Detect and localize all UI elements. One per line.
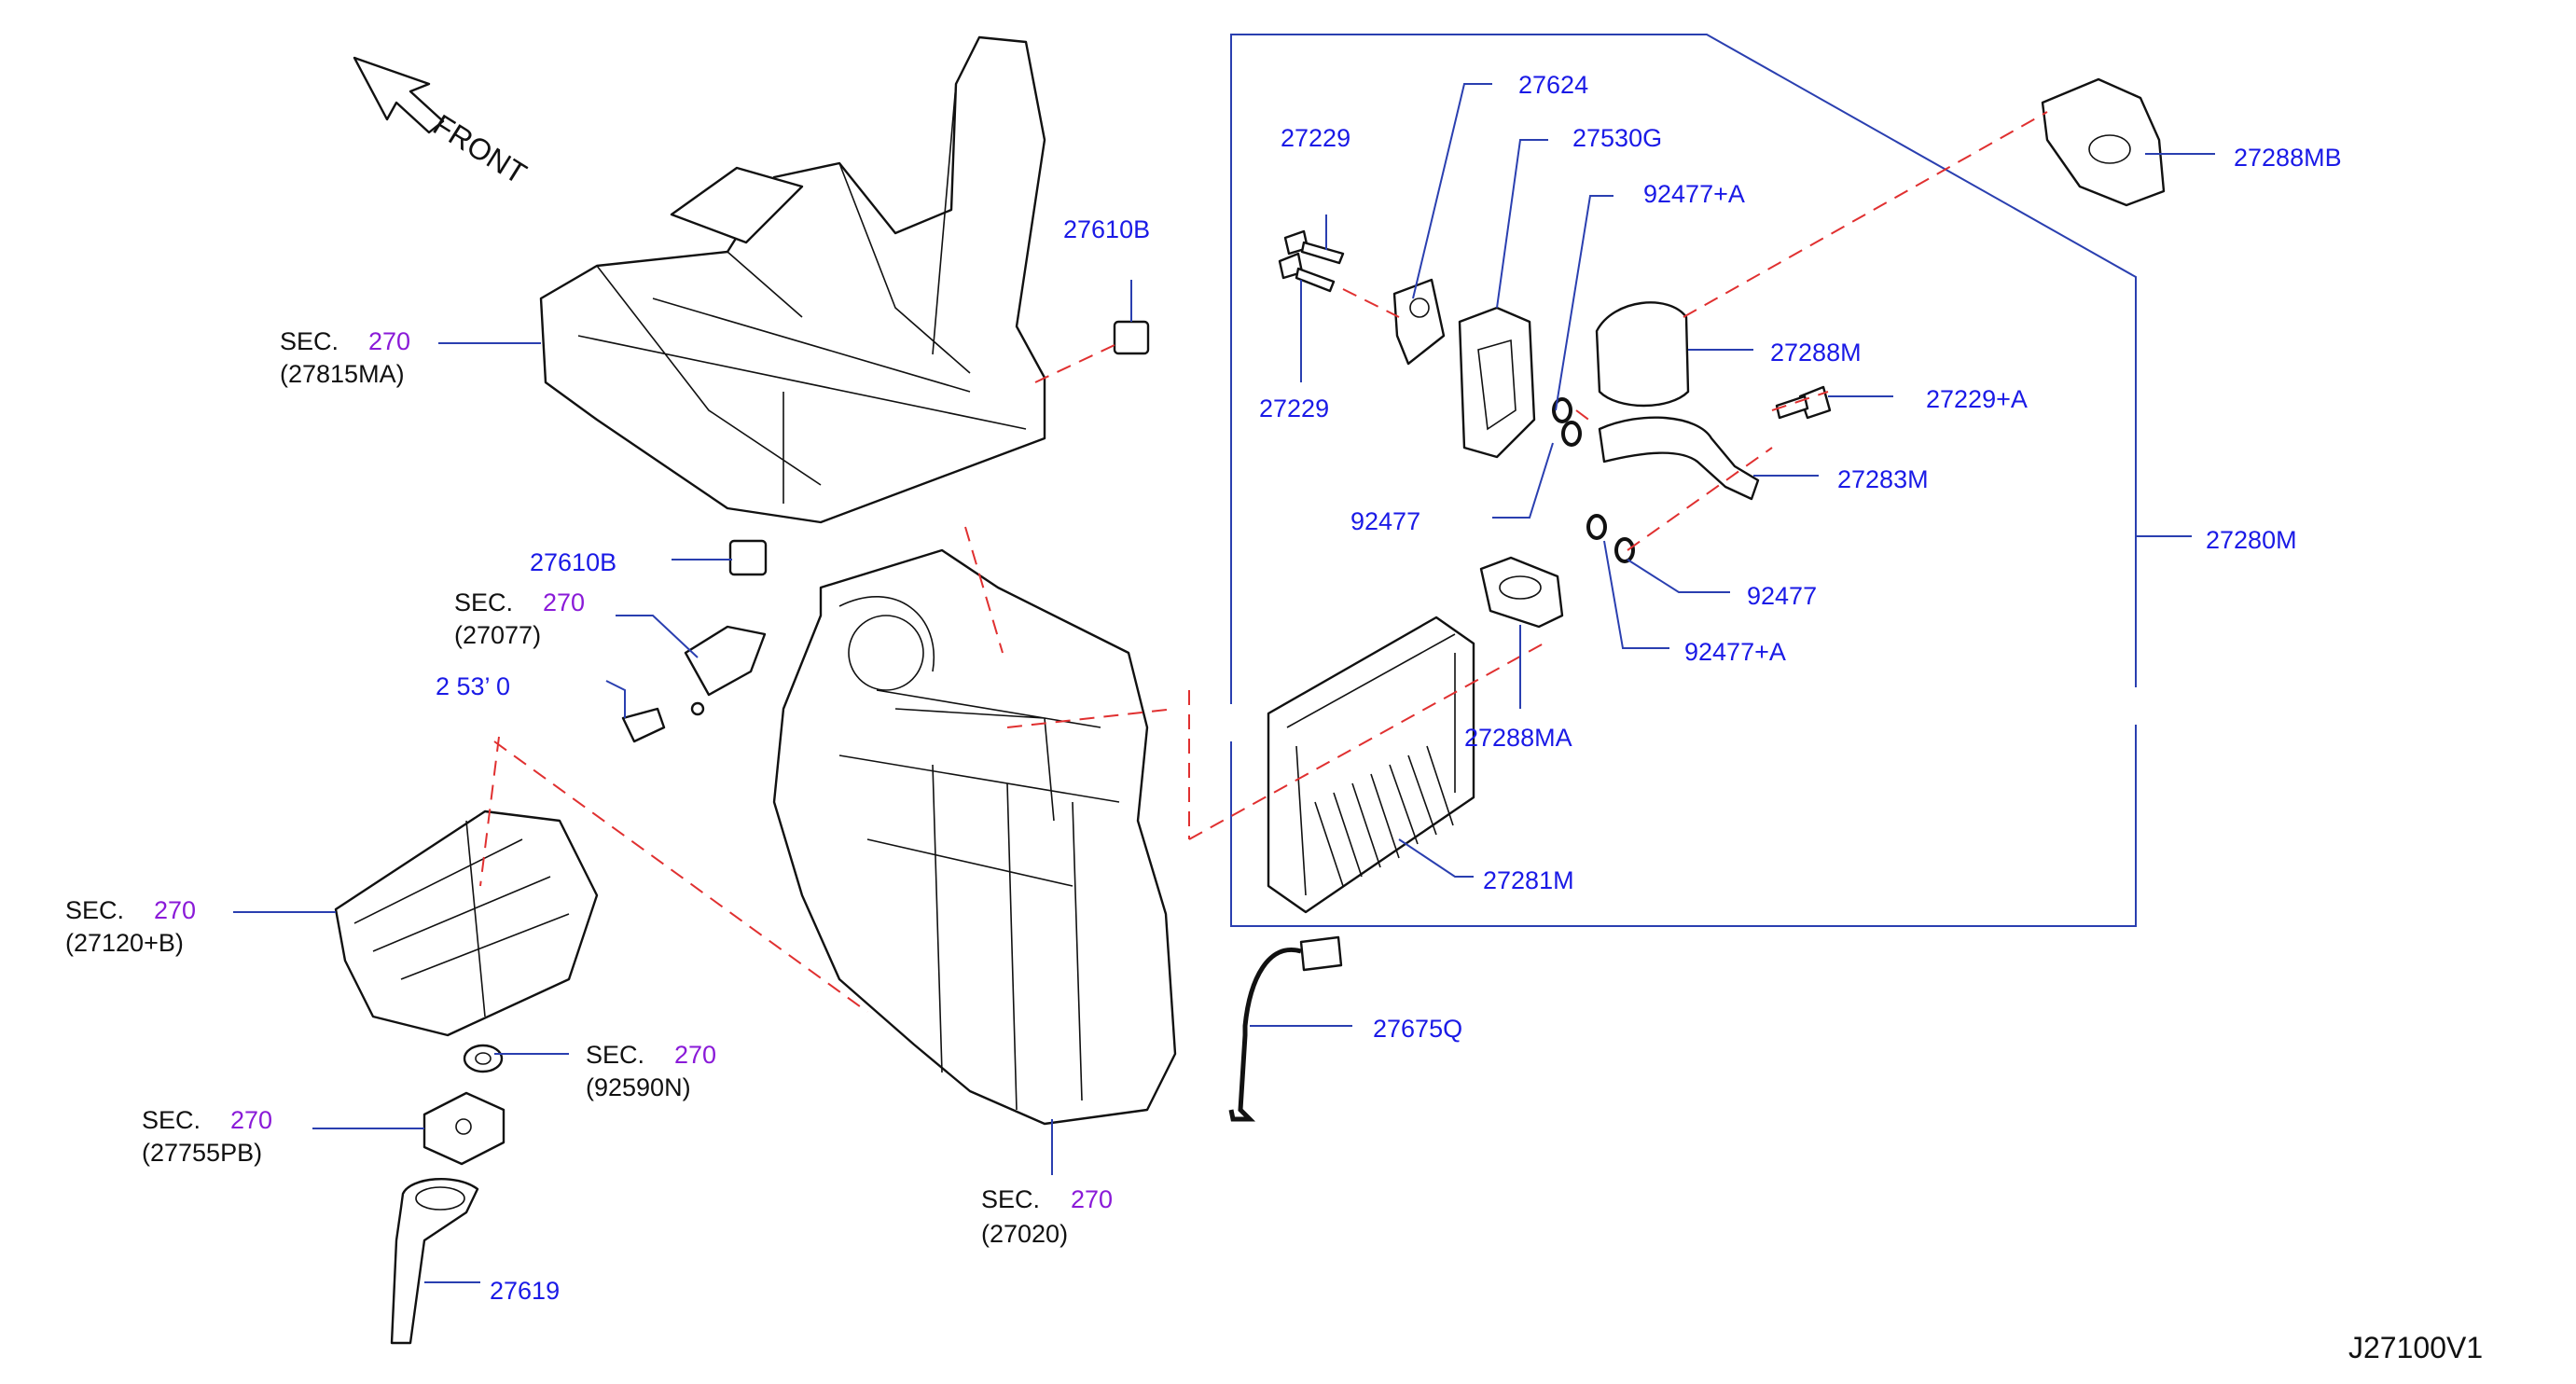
o-ring-icons	[1552, 397, 1635, 563]
svg-text:(92590N): (92590N)	[586, 1073, 691, 1101]
svg-text:270: 270	[543, 588, 585, 616]
harness-drawing	[1228, 935, 1343, 1122]
drain-pan-drawing	[334, 810, 599, 1037]
part-label-27530g[interactable]: 27530G	[1572, 124, 1662, 152]
svg-text:SEC.: SEC.	[142, 1106, 201, 1134]
expansion-valve-drawing	[1392, 278, 1446, 366]
svg-text:SEC.: SEC.	[280, 327, 339, 355]
clip-27610b-top-drawing	[1113, 320, 1150, 355]
svg-text:SEC.: SEC.	[454, 588, 513, 616]
svg-text:270: 270	[368, 327, 410, 355]
pad-drawing	[422, 1091, 506, 1166]
part-label-27288m[interactable]: 27288M	[1770, 339, 1862, 367]
insulator-27530g-drawing	[1458, 306, 1536, 459]
insulator-27288m-drawing	[1595, 301, 1690, 408]
part-label-27283m[interactable]: 27283M	[1837, 465, 1929, 493]
leader-lines	[233, 83, 2215, 1283]
part-label-27288ma-partial[interactable]: 27288MA	[1464, 724, 1572, 752]
clip-27610b-bottom-drawing	[728, 539, 768, 576]
svg-text:(27077): (27077)	[454, 621, 541, 649]
svg-text:(27755PB): (27755PB)	[142, 1139, 262, 1167]
actuator-drawing	[621, 625, 767, 743]
seal-27288mb-drawing	[2041, 77, 2166, 207]
part-label-27280m[interactable]: 27280M	[2206, 526, 2297, 554]
heater-unit-drawing	[772, 548, 1177, 1126]
sec-ref-27815ma[interactable]: SEC. 270 (27815MA)	[280, 327, 410, 388]
part-label-92477-right[interactable]: 92477	[1747, 582, 1817, 610]
part-label-92477-left[interactable]: 92477	[1350, 507, 1420, 535]
bolt-27229-bottom-icon	[1278, 252, 1336, 293]
sec-ref-27755pb[interactable]: SEC. 270 (27755PB)	[142, 1106, 272, 1167]
front-label: FRONT	[427, 107, 533, 190]
drain-hose-drawing	[390, 1178, 479, 1345]
part-label-27675q[interactable]: 27675Q	[1373, 1015, 1462, 1043]
alignment-dashes	[479, 111, 2048, 1013]
pipe-27283m-drawing	[1598, 416, 1760, 501]
svg-text:270: 270	[674, 1041, 716, 1069]
sec-ref-27020[interactable]: SEC. 270 (27020)	[981, 1185, 1113, 1248]
svg-text:(27020): (27020)	[981, 1220, 1068, 1248]
part-label-27530-partial[interactable]: 2 53’ 0	[436, 672, 510, 700]
svg-text:270: 270	[1071, 1185, 1113, 1213]
grommet-drawing	[463, 1044, 504, 1073]
part-label-27619[interactable]: 27619	[490, 1277, 560, 1305]
part-label-27229-top[interactable]: 27229	[1281, 124, 1350, 152]
part-label-27610b-top[interactable]: 27610B	[1063, 215, 1150, 243]
diagram-code: J27100V1	[2348, 1331, 2483, 1364]
svg-text:270: 270	[230, 1106, 272, 1134]
sec-ref-27120b[interactable]: SEC. 270 (27120+B)	[65, 896, 196, 957]
evaporator-assembly-box	[1230, 34, 2137, 927]
part-label-27610b-bottom[interactable]: 27610B	[530, 548, 616, 576]
svg-text:270: 270	[154, 896, 196, 924]
front-arrow-icon	[353, 56, 445, 134]
part-label-27281m[interactable]: 27281M	[1483, 866, 1574, 894]
svg-text:SEC.: SEC.	[65, 896, 124, 924]
upper-duct-drawing	[539, 35, 1046, 524]
svg-text:(27815MA): (27815MA)	[280, 360, 405, 388]
part-label-27229-bottom[interactable]: 27229	[1259, 394, 1329, 422]
bolt-27229-top-icon	[1283, 229, 1345, 265]
svg-text:(27120+B): (27120+B)	[65, 929, 184, 957]
sec-ref-92590n[interactable]: SEC. 270 (92590N)	[586, 1041, 716, 1101]
svg-text:SEC.: SEC.	[981, 1185, 1040, 1213]
part-label-27229a[interactable]: 27229+A	[1926, 385, 2028, 413]
part-label-27288mb[interactable]: 27288MB	[2234, 144, 2342, 172]
part-label-92477a-bottom[interactable]: 92477+A	[1684, 638, 1786, 666]
part-label-92477a-top[interactable]: 92477+A	[1643, 180, 1745, 208]
sec-ref-27077[interactable]: SEC. 270 (27077)	[454, 588, 585, 649]
bolt-27229a-icon	[1775, 385, 1832, 420]
svg-text:SEC.: SEC.	[586, 1041, 644, 1069]
evaporator-core-drawing	[1267, 616, 1475, 914]
part-label-27624[interactable]: 27624	[1518, 71, 1588, 99]
seal-27288ma-drawing	[1479, 556, 1564, 629]
